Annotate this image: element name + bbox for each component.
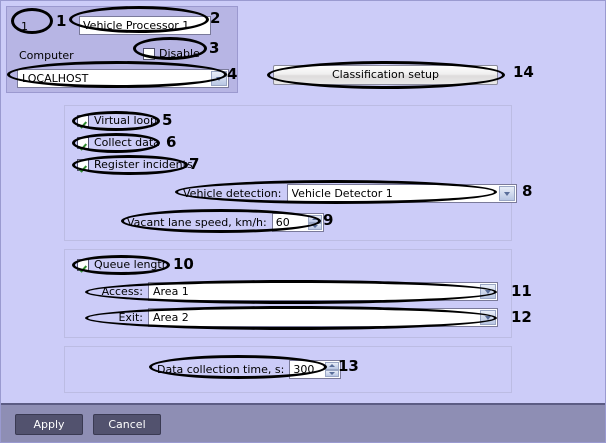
- vacant-lane-speed-label: Vacant lane speed, km/h:: [127, 216, 267, 229]
- callout-number-10: 10: [173, 255, 194, 273]
- disable-checkbox[interactable]: [143, 47, 155, 60]
- data-collection-panel: Data collection time, s: 300: [64, 346, 512, 393]
- access-row: Access: Area 1: [95, 282, 498, 301]
- vacant-lane-speed-row: Vacant lane speed, km/h: 60: [127, 213, 324, 232]
- queue-panel: Queue length Access: Area 1 Exit: Area 2: [64, 249, 512, 338]
- callout-number-2: 2: [210, 9, 221, 27]
- disable-checkbox-row[interactable]: Disable: [143, 47, 200, 60]
- vacant-lane-speed-stepper[interactable]: 60: [271, 213, 324, 232]
- chevron-down-icon[interactable]: [211, 71, 227, 86]
- vehicle-detection-label: Vehicle detection:: [183, 187, 282, 200]
- computer-group-box: 1 Vehicle Processor 1 Computer Disable L…: [6, 6, 238, 93]
- access-label: Access:: [101, 285, 143, 298]
- vehicle-detection-select[interactable]: Vehicle Detector 1: [286, 184, 517, 203]
- apply-button[interactable]: Apply: [15, 414, 83, 435]
- callout-number-13: 13: [338, 357, 359, 375]
- callout-number-7: 7: [189, 155, 200, 173]
- collect-data-row[interactable]: Collect data: [77, 136, 160, 149]
- register-incidents-row[interactable]: Register incidents: [77, 158, 193, 171]
- data-collection-value: 300: [293, 363, 315, 376]
- stepper-buttons[interactable]: [325, 362, 340, 377]
- vehicle-detection-value: Vehicle Detector 1: [291, 187, 393, 200]
- computer-label: Computer: [19, 49, 74, 62]
- stepper-buttons[interactable]: [307, 215, 322, 230]
- disable-label: Disable: [159, 47, 200, 60]
- processor-id-field[interactable]: 1: [19, 18, 55, 36]
- data-collection-stepper[interactable]: 300: [289, 360, 342, 379]
- processor-name-field[interactable]: Vehicle Processor 1: [79, 16, 211, 35]
- data-collection-label: Data collection time, s:: [157, 363, 285, 376]
- callout-number-12: 12: [511, 308, 532, 326]
- callout-number-11: 11: [511, 282, 532, 300]
- callout-number-4: 4: [227, 65, 238, 83]
- callout-number-3: 3: [209, 39, 220, 57]
- queue-length-checkbox[interactable]: [77, 258, 89, 271]
- stepper-down-icon[interactable]: [307, 222, 322, 230]
- vacant-lane-speed-value: 60: [275, 216, 290, 229]
- callout-number-1: 1: [56, 12, 67, 30]
- queue-length-label: Queue length: [94, 258, 169, 271]
- register-incidents-checkbox[interactable]: [77, 158, 89, 171]
- access-value: Area 1: [153, 285, 189, 298]
- stepper-up-icon[interactable]: [307, 215, 322, 223]
- bottom-button-bar: Apply Cancel: [1, 403, 605, 442]
- computer-select[interactable]: LOCALHOST: [17, 69, 229, 88]
- cancel-button[interactable]: Cancel: [93, 414, 161, 435]
- chevron-down-icon[interactable]: [498, 186, 515, 201]
- callout-number-6: 6: [166, 133, 177, 151]
- exit-label: Exit:: [118, 311, 143, 324]
- callout-number-8: 8: [522, 182, 533, 200]
- exit-row: Exit: Area 2: [95, 308, 498, 327]
- access-select[interactable]: Area 1: [148, 282, 498, 301]
- virtual-loop-row[interactable]: Virtual loop: [77, 114, 157, 127]
- collect-data-checkbox[interactable]: [77, 136, 89, 149]
- virtual-loop-checkbox[interactable]: [77, 114, 89, 127]
- classification-setup-button[interactable]: Classification setup: [273, 65, 498, 85]
- register-incidents-label: Register incidents: [94, 158, 193, 171]
- callout-number-5: 5: [162, 111, 173, 129]
- chevron-down-icon[interactable]: [480, 310, 496, 325]
- detection-panel: Virtual loop Collect data Register incid…: [64, 105, 517, 241]
- vehicle-detection-row: Vehicle detection: Vehicle Detector 1: [183, 184, 517, 203]
- exit-select[interactable]: Area 2: [148, 308, 498, 327]
- virtual-loop-label: Virtual loop: [94, 114, 157, 127]
- data-collection-row: Data collection time, s: 300: [157, 360, 342, 379]
- collect-data-label: Collect data: [94, 136, 160, 149]
- exit-value: Area 2: [153, 311, 189, 324]
- queue-length-row[interactable]: Queue length: [77, 258, 169, 271]
- chevron-down-icon[interactable]: [480, 284, 496, 299]
- computer-select-value: LOCALHOST: [22, 72, 89, 85]
- callout-number-14: 14: [513, 63, 534, 81]
- callout-number-9: 9: [323, 211, 334, 229]
